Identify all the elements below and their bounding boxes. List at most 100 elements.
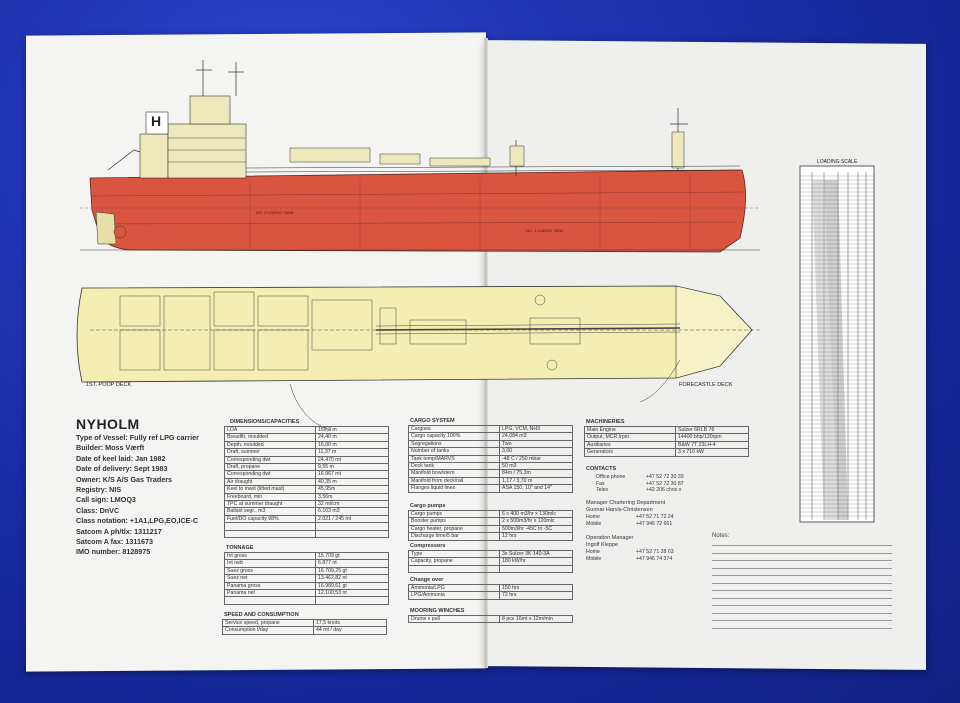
dimensions-heading: DIMENSIONS/CAPACITIES xyxy=(230,419,300,425)
contact-value: +47 52 71 72 24 xyxy=(636,514,674,520)
row-value: 45,95m xyxy=(315,485,389,494)
row-label: Segregations xyxy=(408,439,500,449)
table-row: Keel to mast (lifted mast)45,95m xyxy=(224,485,389,494)
contact-row: Mobile+47 946 74 374 xyxy=(586,556,674,563)
poop-deck-label: 1ST. POOP DECK xyxy=(86,382,132,388)
row-label: Consumption t/day xyxy=(222,626,314,635)
row-label: Cargoes xyxy=(408,424,500,434)
contact-value: +47 52 72 30 33 xyxy=(646,474,684,480)
row-value: 16,00 m xyxy=(315,440,389,450)
row-label: Type xyxy=(408,549,500,559)
row-label xyxy=(408,564,500,574)
contact-value: +42 206 chris x xyxy=(646,487,682,494)
row-label: Corresponding dwt xyxy=(224,455,316,465)
row-value xyxy=(315,596,389,605)
vessel-spec-line: Class: DnVC xyxy=(76,505,120,515)
row-label: Corresponding dwt xyxy=(224,470,316,479)
row-value: 2 x 500m3/hr x 120mlc xyxy=(499,517,573,526)
row-label: Suez net xyxy=(224,574,316,583)
chartering-name: Gunnar Harvis-Christensen xyxy=(586,507,653,513)
row-label: Deck tank xyxy=(408,462,500,471)
ship-deck-plan xyxy=(76,285,760,431)
row-value: 6.877 nt xyxy=(315,559,389,568)
row-label: Int gross xyxy=(224,551,316,561)
note-line xyxy=(712,545,892,546)
note-line xyxy=(712,597,892,599)
vessel-spec-line: Call sign: LMOQ3 xyxy=(76,495,136,505)
row-value: 17,5 knots xyxy=(313,618,387,628)
contact-row: Telex+42 206 chris x xyxy=(596,487,684,494)
row-value: 1,17 / 3,70 m xyxy=(499,476,573,486)
row-label: Air draught xyxy=(224,477,316,487)
note-line xyxy=(712,605,892,606)
row-value xyxy=(499,564,573,574)
row-label: Number of tanks xyxy=(408,447,500,456)
row-label: Cargo capacity 100% xyxy=(408,432,500,441)
ops-heading: Operation Manager xyxy=(586,535,634,541)
note-line xyxy=(712,567,892,569)
row-value: 3 x 710 kW xyxy=(675,448,749,457)
note-line xyxy=(712,627,892,629)
row-value: 3,00 xyxy=(499,447,573,456)
note-line xyxy=(712,590,892,591)
loading-scale-label: LOADING SCALE xyxy=(817,159,858,165)
row-value: Sulzer 6RLB 76 xyxy=(675,425,749,435)
row-label: Booster pumps xyxy=(408,517,500,526)
vessel-spec-line: Date of keel laid: Jan 1982 xyxy=(76,453,166,463)
row-value: 6.103 m3 xyxy=(315,507,389,516)
forecastle-deck-label: FORECASTLE DECK xyxy=(679,382,733,388)
row-label: Cargo heater, propane xyxy=(408,524,500,534)
contact-value: +47 946 72 661 xyxy=(636,520,673,527)
contact-value: +47 52 71 28 63 xyxy=(636,549,674,555)
row-value: 8 pcs 16mt x 12m/min xyxy=(499,614,573,624)
contact-row: Fax+47 52 72 30 87 xyxy=(596,481,684,488)
row-value: 40,35 m xyxy=(315,477,389,487)
vessel-spec-line: Type of Vessel: Fully ref LPG carrier xyxy=(76,433,199,442)
vessel-spec-line: Date of delivery: Sept 1983 xyxy=(76,464,168,474)
row-value: ASA 150, 10" and 14" xyxy=(499,484,573,493)
contact-value: +47 52 72 30 87 xyxy=(646,480,684,487)
row-label: Suez gross xyxy=(224,566,316,576)
row-label: Ammonia/LPG xyxy=(408,583,500,593)
row-value: 14400 bhp/120rpm xyxy=(675,433,749,442)
contact-row: Home+47 52 71 28 63 xyxy=(586,549,674,556)
hull xyxy=(89,169,746,253)
row-value: 180 kW/hr xyxy=(499,557,573,566)
contact-label: Mobile xyxy=(586,555,602,562)
contact-row: Home+47 52 71 72 24 xyxy=(586,514,674,521)
row-value: 84m / 75,3m xyxy=(499,469,573,478)
vessel-spec-line: Owner: K/S A/S Gas Traders xyxy=(76,474,172,484)
table-row xyxy=(224,529,389,539)
row-value: B&W 7T 23LH-4 xyxy=(675,440,749,450)
row-label: Auxiliaries xyxy=(584,440,676,450)
vessel-name: NYHOLM xyxy=(76,416,140,432)
table-row xyxy=(224,596,389,605)
tank-label-1: NO. 2 CARGO TANK xyxy=(256,210,294,215)
row-value xyxy=(315,529,389,539)
vessel-spec-line: Registry: NIS xyxy=(76,485,122,495)
row-label: LOA xyxy=(224,425,316,435)
